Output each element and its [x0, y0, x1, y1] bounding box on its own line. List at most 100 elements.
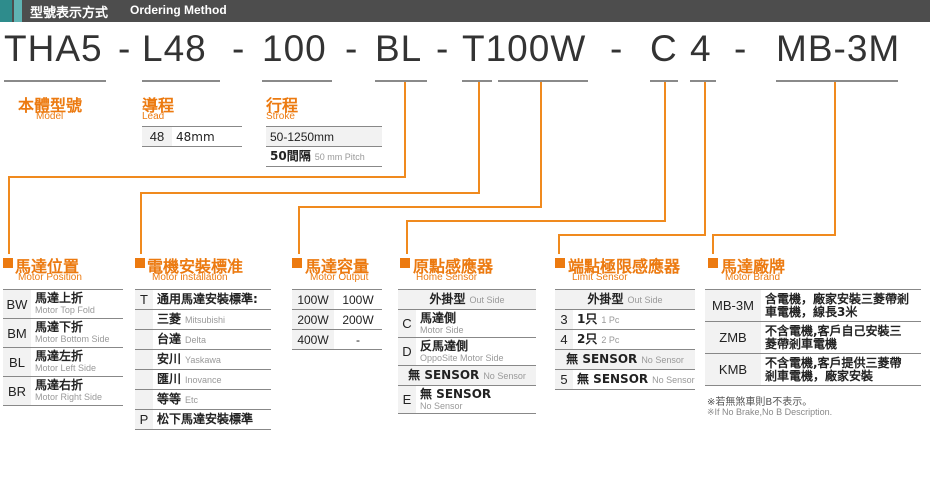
table-row: D 反馬達側 OppoSite Motor Side: [398, 338, 536, 366]
motor-brand-line2: 菱帶剎車電機: [765, 336, 838, 351]
table-row: BL 馬達左折 Motor Left Side: [3, 348, 123, 377]
motor-install-label-en: Motor installation: [152, 272, 228, 283]
motor-brand-code: ZMB: [705, 322, 761, 353]
home-sensor-desc: 無 SENSOR No Sensor: [416, 386, 536, 413]
limit-sensor-label-en: Limit Sensor: [572, 272, 628, 283]
lead-label-cn: 導程: [142, 96, 175, 115]
table-row: 4 2只 2 Pc: [555, 330, 695, 350]
motor-install-brand-cn: 安川: [157, 352, 182, 366]
limit-sensor-desc: 無 SENSOR No Sensor: [573, 370, 695, 389]
motor-brand-label-cn: 馬達廠牌: [721, 257, 786, 276]
limit-sensor-en: 2 Pc: [601, 334, 620, 345]
stroke-range: 50-1250mm: [266, 127, 382, 146]
home-sensor-code: D: [398, 338, 416, 365]
header-title-cn: 型號表示方式: [30, 6, 109, 21]
code-dash-5: -: [610, 28, 624, 69]
lead-row: 48 48mm: [142, 127, 242, 147]
home-sensor-head: 外掛型 Out Side: [398, 290, 536, 309]
table-row: 100W 100W: [292, 290, 382, 310]
motor-output-table: 100W 100W 200W 200W 400W -: [292, 289, 382, 350]
motor-install-brand: 等等 Etc: [153, 390, 271, 409]
motor-install-brand-en: Inovance: [185, 374, 222, 385]
home-sensor-table: 外掛型 Out Side C 馬達側 Motor Side D 反馬達側 Opp…: [398, 289, 536, 414]
home-sensor-desc: 馬達側 Motor Side: [416, 310, 536, 337]
table-row: ZMB 不含電機,客戶自己安裝三 菱帶剎車電機: [705, 322, 921, 354]
home-sensor-none: 無 SENSOR No Sensor: [398, 366, 536, 385]
underline-stroke: [262, 80, 332, 82]
lead-code: 48: [142, 127, 172, 146]
motor-brand-line2: 剎車電機，廠家安裝: [765, 368, 874, 383]
stroke-range-row: 50-1250mm: [266, 127, 382, 147]
connector-install-v1: [478, 82, 480, 194]
motor-position-en: Motor Right Side: [35, 392, 103, 402]
table-row: 安川 Yaskawa: [135, 350, 271, 370]
table-row: BM 馬達下折 Motor Bottom Side: [3, 319, 123, 348]
home-sensor-marker: [400, 258, 410, 268]
motor-install-code-blank: [135, 370, 153, 389]
table-row: C 馬達側 Motor Side: [398, 310, 536, 338]
table-row: 3 1只 1 Pc: [555, 310, 695, 330]
connector-output-v1: [540, 82, 542, 208]
model-label-cn: 本體型號: [18, 96, 83, 115]
motor-position-cn: 馬達右折: [35, 378, 84, 392]
motor-output-code: 100W: [292, 290, 334, 309]
motor-install-brand-en: Yaskawa: [185, 354, 221, 365]
connector-brand-h: [712, 234, 836, 236]
table-row: 等等 Etc: [135, 390, 271, 410]
motor-install-t-label: 通用馬達安裝標準:: [157, 292, 258, 306]
motor-position-cn: 馬達上折: [35, 291, 84, 305]
motor-install-brand-cn: 台達: [157, 332, 182, 346]
header-title-en: Ordering Method: [130, 3, 227, 17]
home-sensor-head-cn: 外掛型: [429, 292, 466, 306]
motor-install-brand: 匯川 Inovance: [153, 370, 271, 389]
limit-sensor-five-cn: 無 SENSOR: [577, 372, 649, 386]
home-sensor-e-en: No Sensor: [420, 400, 463, 411]
motor-brand-marker: [708, 258, 718, 268]
limit-sensor-en: 1 Pc: [601, 314, 620, 325]
stroke-pitch-en: 50 mm Pitch: [314, 151, 365, 162]
motor-install-label-cn: 電機安裝標准: [147, 257, 244, 276]
motor-position-code: BR: [3, 377, 31, 405]
motor-install-p-label: 松下馬達安裝標準: [157, 412, 254, 426]
connector-position-v2: [8, 176, 10, 254]
table-row: 無 SENSOR No Sensor: [555, 350, 695, 370]
motor-install-desc: 松下馬達安裝標準: [153, 410, 271, 429]
underline-limit: [690, 80, 716, 82]
table-row: 200W 200W: [292, 310, 382, 330]
connector-output-h: [298, 206, 542, 208]
motor-brand-line1: 不含電機,客戶自己安裝三: [765, 323, 902, 338]
motor-brand-desc: 含電機，廠家安裝三菱帶剎 車電機，線長3米: [761, 290, 921, 321]
table-row: E 無 SENSOR No Sensor: [398, 386, 536, 414]
motor-position-code: BM: [3, 319, 31, 347]
motor-output-label-en: Motor Output: [310, 272, 369, 283]
motor-output-code: 400W: [292, 330, 334, 349]
motor-install-code: T: [135, 290, 153, 309]
motor-position-desc: 馬達右折 Motor Right Side: [31, 377, 123, 405]
connector-limit-h: [558, 234, 706, 236]
motor-brand-table: MB-3M 含電機，廠家安裝三菱帶剎 車電機，線長3米 ZMB 不含電機,客戶自…: [705, 289, 921, 386]
motor-position-en: Motor Top Fold: [35, 305, 95, 315]
header-accent-block: [0, 0, 12, 22]
home-sensor-cn: 反馬達側: [420, 338, 469, 353]
connector-home-v1: [664, 82, 666, 222]
home-sensor-label-cn: 原點感應器: [413, 257, 494, 276]
limit-sensor-marker: [555, 258, 565, 268]
table-row: 5 無 SENSOR No Sensor: [555, 370, 695, 390]
limit-sensor-code: 5: [555, 370, 573, 389]
motor-position-en: Motor Left Side: [35, 363, 97, 373]
motor-output-value: 200W: [342, 312, 374, 327]
limit-sensor-desc: 2只 2 Pc: [573, 330, 695, 349]
motor-install-marker: [135, 258, 145, 268]
connector-limit-v2: [558, 234, 560, 254]
code-position: BL: [375, 28, 423, 69]
motor-position-desc: 馬達上折 Motor Top Fold: [31, 290, 123, 318]
motor-brand-line1: 含電機，廠家安裝三菱帶剎: [765, 291, 910, 306]
limit-sensor-none-en: No Sensor: [641, 354, 684, 365]
table-row: BW 馬達上折 Motor Top Fold: [3, 290, 123, 319]
connector-brand-v1: [834, 82, 836, 236]
underline-output: [498, 80, 588, 82]
motor-install-brand-en: Etc: [185, 394, 199, 405]
motor-install-code: P: [135, 410, 153, 429]
motor-output-label-cn: 馬達容量: [305, 257, 370, 276]
home-sensor-cn: 馬達側: [420, 310, 457, 325]
